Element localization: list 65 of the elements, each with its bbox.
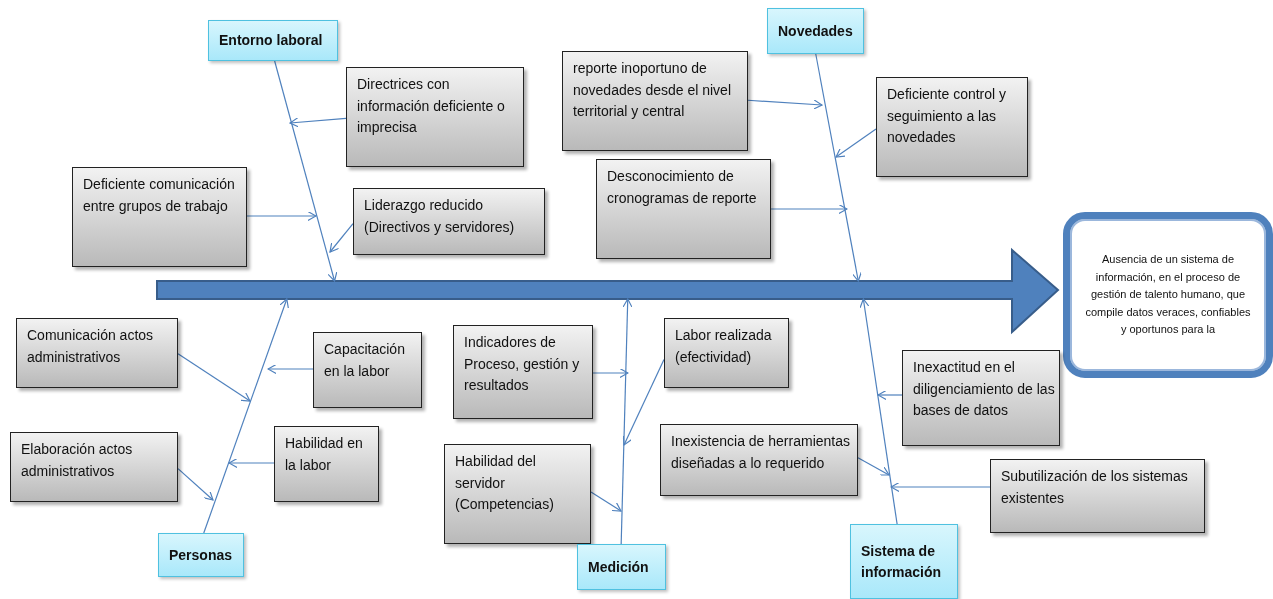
cause-box [353, 188, 545, 255]
cause-text: Desconocimiento de cronogramas de reporte [607, 167, 758, 208]
effect-box [1063, 212, 1273, 378]
arrow [815, 53, 862, 282]
arrow [857, 457, 890, 476]
arrow [246, 210, 317, 222]
arrow [859, 298, 898, 525]
cause-text: Labor realizada (efectividad) [675, 326, 773, 367]
arrow [267, 363, 314, 375]
cause-box [902, 350, 1060, 446]
arrow [177, 468, 214, 501]
arrow [620, 298, 633, 545]
cause-text: Indicadores de Proceso, gestión y resultados [464, 333, 581, 396]
category-box [577, 544, 666, 590]
arrow [177, 353, 251, 402]
arrow [590, 491, 622, 512]
arrow [289, 117, 347, 128]
cause-text: Inexistencia de herramientas diseñadas a lo requerido [671, 432, 851, 473]
cause-box [660, 424, 858, 496]
cause-text: Liderazgo reducido (Directivos y servidores) [364, 196, 516, 237]
cause-text: Deficiente comunicación entre grupos de trabajo [83, 175, 236, 216]
category-box [767, 8, 864, 54]
cause-text: Directrices con información deficiente o imprecisa [357, 75, 506, 138]
arrow [890, 481, 991, 493]
cause-text: Subutilización de los sistemas existentes [1001, 467, 1189, 508]
cause-box [876, 77, 1028, 177]
cause-box [444, 444, 591, 544]
category-label: Entorno laboral [219, 31, 323, 51]
arrow [329, 223, 354, 253]
category-label: Novedades [778, 21, 853, 41]
cause-box [664, 318, 789, 388]
cause-box [274, 426, 379, 502]
arrow [228, 457, 275, 469]
category-label: Medición [588, 557, 649, 577]
cause-text: Habilidad del servidor (Competencias) [455, 452, 555, 515]
cause-box [72, 167, 247, 267]
cause-text: Comunicación actos administrativos [27, 326, 155, 367]
cause-box [16, 318, 178, 388]
cause-text: reporte inoportuno de novedades desde el nivel territorial y central [573, 59, 732, 122]
cause-text: Elaboración actos administrativos [21, 440, 134, 481]
arrow [747, 99, 823, 110]
arrow [622, 358, 665, 446]
category-label: Sistema de información [861, 542, 943, 582]
arrow [877, 389, 903, 401]
cause-box [453, 325, 593, 419]
cause-text: Capacitación en la labor [324, 340, 406, 381]
arrow [592, 367, 629, 379]
arrow [835, 128, 877, 158]
cause-box [313, 332, 422, 408]
cause-text: Inexactitud en el diligenciamiento de las bases de datos [913, 358, 1055, 421]
arrow [203, 298, 289, 534]
effect-text: Ausencia de un sistema de información, en el proceso de gestión de talento humano, que compile datos veraces, confiables y oportunos para la [1084, 252, 1252, 338]
category-label: Personas [169, 545, 233, 565]
category-box [158, 533, 244, 577]
category-box [850, 524, 958, 599]
cause-text: Habilidad en la labor [285, 434, 364, 475]
cause-box [596, 159, 771, 259]
cause-box [10, 432, 178, 502]
arrow [274, 60, 338, 282]
category-box [208, 20, 338, 61]
cause-text: Deficiente control y seguimiento a las novedades [887, 85, 1008, 148]
cause-box [346, 67, 524, 167]
cause-box [990, 459, 1205, 533]
arrow [770, 203, 848, 215]
cause-box [562, 51, 748, 151]
